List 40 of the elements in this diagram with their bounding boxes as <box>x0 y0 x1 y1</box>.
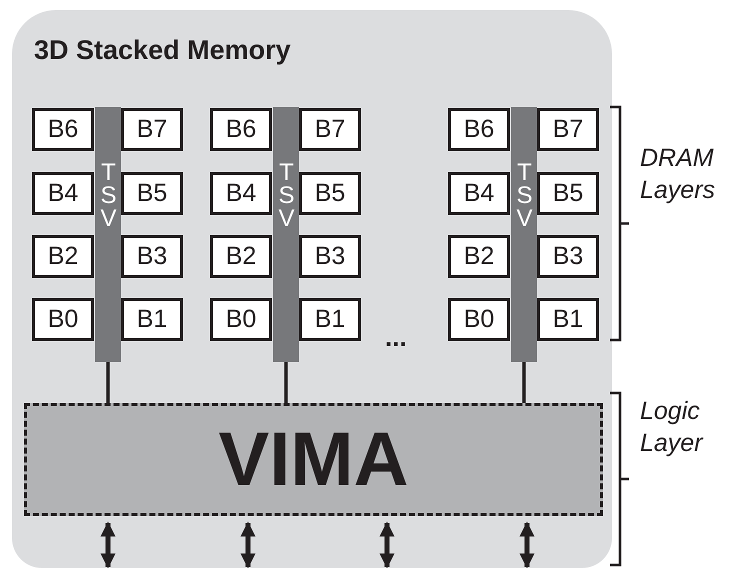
connector-line <box>284 362 288 403</box>
memory-bank: B5 <box>121 172 183 215</box>
memory-bank: B4 <box>448 172 510 215</box>
memory-bank: B1 <box>299 298 361 341</box>
memory-bank: B7 <box>121 108 183 151</box>
double-arrow <box>380 522 394 568</box>
double-arrow <box>520 522 534 568</box>
tsv-bar: TSV <box>273 107 299 362</box>
logic-layer-box: VIMA <box>24 403 603 516</box>
memory-bank: B5 <box>299 172 361 215</box>
memory-bank: B3 <box>537 235 599 278</box>
memory-bank: B6 <box>448 108 510 151</box>
memory-bank: B3 <box>299 235 361 278</box>
memory-bank: B2 <box>32 235 94 278</box>
layer-label: DRAM Layers <box>640 143 716 206</box>
memory-bank: B7 <box>537 108 599 151</box>
tsv-bar: TSV <box>95 107 121 362</box>
double-arrow <box>100 522 116 568</box>
memory-bank: B6 <box>210 108 272 151</box>
connector-line <box>522 362 526 403</box>
layer-label: Logic Layer <box>640 396 704 459</box>
memory-bank: B2 <box>210 235 272 278</box>
double-arrow <box>240 522 256 568</box>
ellipsis: ... <box>385 322 407 353</box>
memory-bank: B5 <box>537 172 599 215</box>
memory-bank: B7 <box>299 108 361 151</box>
memory-bank: B6 <box>32 108 94 151</box>
memory-bank: B0 <box>210 298 272 341</box>
memory-bank: B0 <box>448 298 510 341</box>
memory-bank: B4 <box>32 172 94 215</box>
memory-stack-panel <box>12 10 612 568</box>
panel-title: 3D Stacked Memory <box>34 35 291 66</box>
memory-bank: B1 <box>121 298 183 341</box>
tsv-bar: TSV <box>511 107 537 362</box>
memory-bank: B3 <box>121 235 183 278</box>
connector-line <box>106 362 110 403</box>
memory-bank: B4 <box>210 172 272 215</box>
memory-bank: B2 <box>448 235 510 278</box>
memory-bank: B1 <box>537 298 599 341</box>
memory-bank: B0 <box>32 298 94 341</box>
